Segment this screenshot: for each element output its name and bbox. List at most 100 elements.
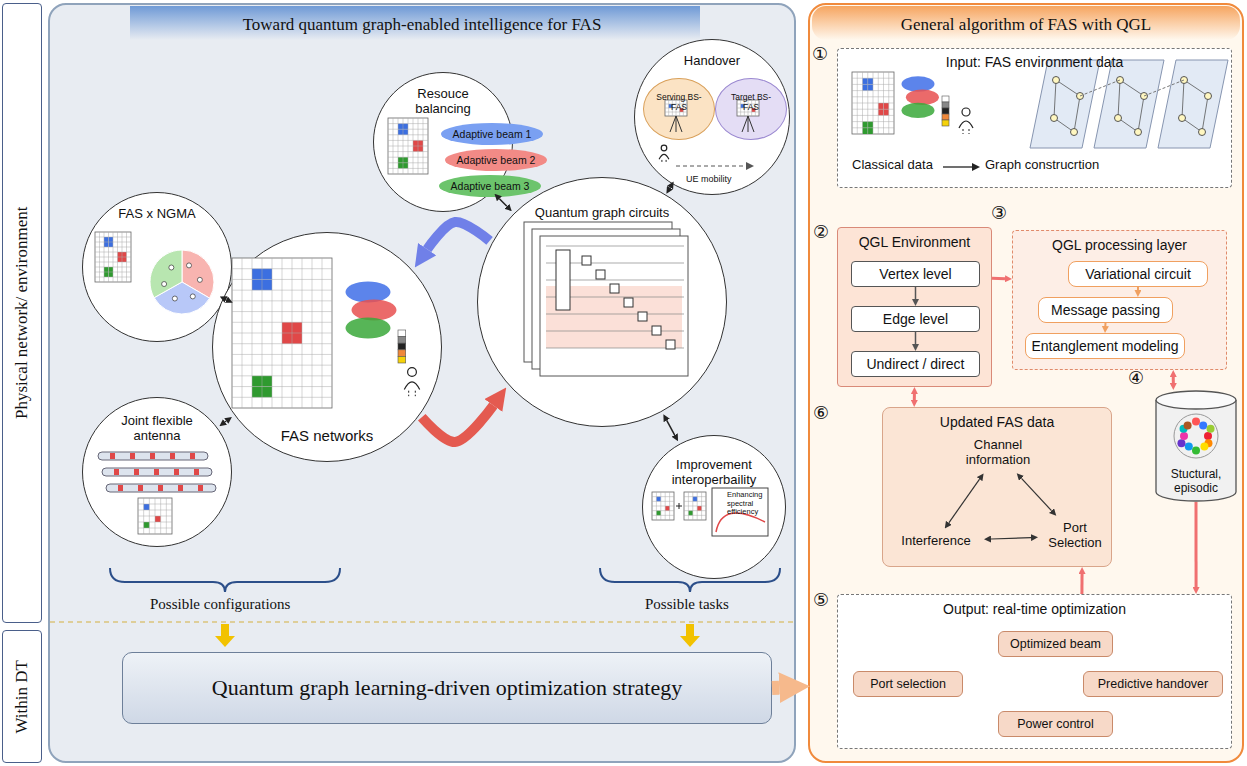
flexible-antenna bbox=[130, 453, 135, 459]
flexible-antenna bbox=[155, 498, 156, 534]
node-title: Output: real-time optimization bbox=[838, 601, 1231, 617]
interoperability-figure bbox=[697, 492, 698, 520]
cell-ellipse: Target BS-FAS bbox=[715, 78, 787, 140]
ngma-figure bbox=[104, 232, 105, 282]
connector-arrow bbox=[1080, 574, 1083, 594]
fas-array bbox=[388, 146, 428, 147]
interoperability-figure bbox=[665, 506, 669, 511]
input-figure bbox=[1138, 96, 1144, 132]
fas-array bbox=[346, 318, 391, 339]
fas-array bbox=[388, 162, 428, 163]
quantum-circuit bbox=[546, 286, 682, 348]
step-box: QGL EnvironmentVertex levelEdge levelUnd… bbox=[837, 227, 992, 387]
fas-array bbox=[262, 387, 272, 398]
connector-arrow bbox=[992, 277, 1005, 281]
input-figure bbox=[1120, 80, 1144, 96]
quantum-circuit bbox=[546, 314, 684, 315]
node-title: Resouce balancing bbox=[393, 87, 493, 117]
label-holder: Enhancing spectral efficiency bbox=[727, 491, 767, 517]
node-text: Message passing bbox=[1051, 302, 1160, 318]
input-figure bbox=[868, 78, 873, 84]
handover-figure bbox=[748, 100, 749, 116]
node-title: Serving BS-FAS bbox=[651, 93, 707, 113]
input-figure bbox=[857, 72, 858, 134]
input-figure bbox=[852, 90, 894, 91]
fas-array bbox=[352, 300, 397, 321]
ngma-figure bbox=[104, 237, 109, 242]
fas-array bbox=[242, 258, 243, 408]
handover-figure bbox=[661, 145, 667, 151]
input-figure bbox=[852, 121, 894, 122]
input-figure bbox=[1118, 80, 1120, 118]
input-figure bbox=[1094, 60, 1164, 148]
task-circle: HandoverServing BS-FASTarget BS-FAS bbox=[634, 39, 790, 195]
flexible-antenna bbox=[160, 498, 161, 534]
interoperability-figure bbox=[693, 497, 697, 502]
cylinder-part bbox=[1192, 446, 1200, 454]
ngma-figure bbox=[169, 265, 174, 270]
divider bbox=[50, 622, 794, 623]
ngma-figure bbox=[118, 257, 123, 262]
node-title: General algorithm of FAS with QGL bbox=[810, 15, 1242, 35]
quantum-circuit bbox=[524, 222, 672, 362]
interoperability-figure bbox=[684, 515, 706, 516]
quantum-circuit bbox=[546, 331, 684, 332]
handover-figure bbox=[665, 104, 687, 105]
label-holder: ② bbox=[813, 222, 829, 243]
input-figure bbox=[1077, 93, 1084, 100]
node-title: FAS x NGMA bbox=[83, 207, 231, 222]
quantum-circuit bbox=[624, 298, 633, 307]
ngma-figure bbox=[104, 272, 109, 277]
fas-array bbox=[282, 258, 283, 408]
input-figure bbox=[888, 72, 889, 134]
handover-figure bbox=[683, 100, 684, 116]
node-title: Updated FAS data bbox=[883, 414, 1111, 430]
connector-arrow bbox=[915, 287, 917, 299]
flexible-antenna bbox=[190, 453, 195, 459]
fas-array bbox=[282, 333, 292, 344]
input-figure bbox=[1144, 80, 1184, 96]
node-title: Stuctural, episodic bbox=[1158, 468, 1234, 496]
handover-figure bbox=[742, 116, 754, 132]
fas-array bbox=[388, 168, 428, 169]
ngma-figure bbox=[109, 267, 114, 272]
handover-figure bbox=[659, 100, 759, 170]
input-figure bbox=[962, 108, 970, 116]
connector-arrow bbox=[913, 394, 916, 400]
flexible-antenna bbox=[118, 485, 123, 491]
connector-arrow bbox=[225, 299, 227, 301]
interoperability-figure bbox=[660, 492, 661, 520]
interoperability-figure bbox=[652, 492, 674, 520]
node-title: QGL Environment bbox=[838, 234, 991, 250]
ngma-figure bbox=[122, 252, 127, 257]
fas-array bbox=[232, 365, 332, 366]
interoperability-figure bbox=[652, 506, 674, 507]
step-number: ⑥ bbox=[813, 403, 829, 424]
task-circle: FAS networks bbox=[212, 232, 442, 462]
handover-figure bbox=[665, 108, 687, 109]
fas-array bbox=[403, 163, 408, 169]
process-box: Undirect / direct bbox=[851, 351, 980, 377]
header-band bbox=[812, 6, 1240, 40]
process-box: Variational circuit bbox=[1068, 261, 1208, 287]
node-title: FAS networks bbox=[213, 427, 441, 444]
handover-figure bbox=[755, 100, 756, 116]
input-figure bbox=[1184, 80, 1208, 96]
process-box: Edge level bbox=[851, 306, 980, 332]
node-text: Adaptive beam 3 bbox=[451, 180, 530, 192]
node-title: QGL processing layer bbox=[1013, 237, 1226, 253]
quantum-circuit bbox=[546, 246, 684, 247]
handover-figure bbox=[679, 100, 680, 116]
process-box: Entanglement modeling bbox=[1025, 333, 1185, 359]
interoperability-figure bbox=[684, 506, 706, 507]
fas-array bbox=[292, 322, 302, 333]
beam-shape: Adaptive beam 1 bbox=[441, 123, 543, 145]
connector-arrow bbox=[915, 332, 917, 344]
fas-array bbox=[262, 269, 272, 280]
input-figure bbox=[1051, 115, 1058, 122]
interoperability-figure bbox=[688, 492, 689, 520]
input-figure bbox=[1054, 80, 1056, 118]
handover-figure bbox=[746, 162, 754, 170]
yellow-arrow bbox=[215, 624, 235, 647]
fas-array bbox=[232, 279, 332, 280]
